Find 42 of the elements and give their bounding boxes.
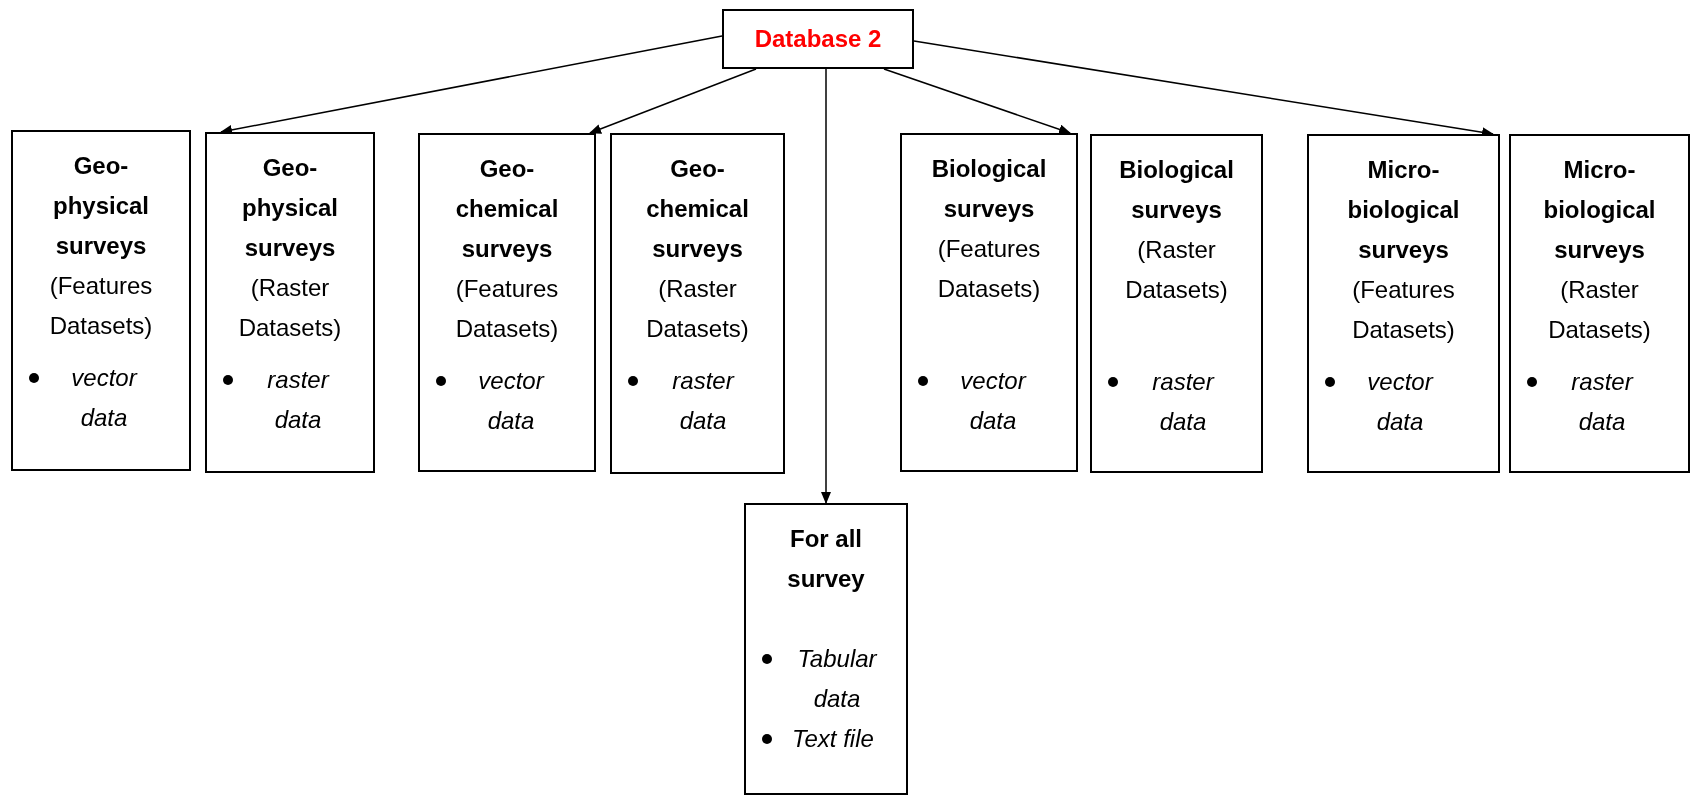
- dataset-type: (Raster Datasets): [1124, 235, 1229, 305]
- survey-box: [610, 133, 785, 474]
- dataset-type: (Raster Datasets): [237, 273, 343, 343]
- data-type: Text file: [792, 724, 874, 754]
- arrow: [821, 68, 831, 504]
- survey-heading: Geo-physical surveys: [240, 153, 339, 263]
- survey-heading: Geo-physical surveys: [51, 151, 150, 261]
- dataset-type: (Features Datasets): [1351, 275, 1456, 345]
- arrow: [589, 68, 757, 134]
- survey-heading: Geo-chemical surveys: [454, 154, 560, 264]
- dataset-type: (Raster Datasets): [1547, 275, 1652, 345]
- survey-heading: Biological surveys: [1118, 155, 1235, 225]
- survey-box: [900, 133, 1078, 472]
- survey-box: [744, 503, 908, 795]
- data-type: vector data: [959, 366, 1028, 436]
- survey-heading: Micro-biological surveys: [1542, 155, 1657, 265]
- arrow: [220, 35, 723, 135]
- data-type: raster data: [1570, 367, 1635, 437]
- data-type: raster data: [266, 365, 331, 435]
- arrow: [883, 68, 1071, 135]
- database-title: Database 2: [754, 24, 882, 54]
- dataset-type: (Features Datasets): [936, 234, 1042, 304]
- dataset-type: (Raster Datasets): [645, 274, 750, 344]
- survey-heading: Micro-biological surveys: [1346, 155, 1461, 265]
- survey-box: [1090, 134, 1263, 473]
- dataset-type: (Features Datasets): [454, 274, 560, 344]
- data-type: raster data: [1151, 367, 1216, 437]
- survey-box: [418, 133, 596, 472]
- data-type: raster data: [671, 366, 736, 436]
- survey-heading: Biological surveys: [930, 154, 1048, 224]
- survey-box: [11, 130, 191, 471]
- dataset-type: (Features Datasets): [48, 271, 154, 341]
- survey-box: [1307, 134, 1500, 473]
- survey-box: [205, 132, 375, 473]
- survey-heading: Geo-chemical surveys: [645, 154, 750, 264]
- survey-box: [1509, 134, 1690, 473]
- data-type: Tabular data: [796, 644, 879, 714]
- data-type: vector data: [477, 366, 546, 436]
- title-box: [722, 9, 914, 69]
- data-type: vector data: [1366, 367, 1435, 437]
- survey-heading: For all survey: [786, 524, 866, 594]
- data-type: vector data: [70, 363, 139, 433]
